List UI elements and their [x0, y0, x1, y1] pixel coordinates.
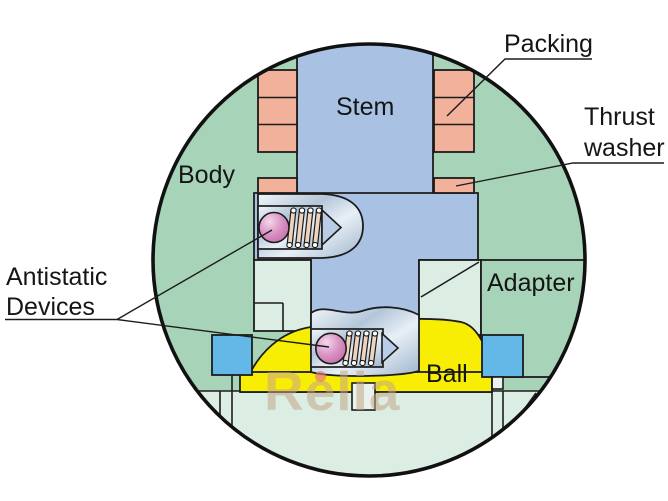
thrust-washer-label: Thrust washer	[584, 103, 665, 162]
watermark: Relia	[264, 360, 401, 422]
device-plunger-lower	[381, 331, 400, 365]
seat-right	[481, 334, 524, 378]
seat-left	[211, 334, 253, 376]
antistatic-leader-lines	[5, 229, 330, 348]
packing-leader-line	[446, 58, 592, 117]
antistatic-devices-label: Antistatic Devices	[6, 263, 108, 321]
seat-step-right	[491, 376, 504, 390]
ball-label: Ball	[426, 360, 468, 388]
body-label: Body	[178, 161, 235, 189]
packing-label: Packing	[504, 30, 593, 58]
device-spring-lower	[342, 330, 379, 367]
packing-left	[257, 69, 298, 153]
stem-label: Stem	[336, 93, 395, 121]
stem-tang-tab	[351, 382, 376, 411]
device-ball-lower	[314, 332, 347, 365]
thrust-washer-leader-line	[455, 162, 664, 187]
watermark-dot	[315, 371, 326, 382]
adapter-label: Adapter	[487, 269, 575, 297]
packing-right	[433, 69, 475, 153]
device-spring-upper	[286, 207, 323, 249]
detail-circle-outline	[151, 42, 587, 478]
thrust-washer-right	[433, 177, 475, 194]
device-ball-upper	[258, 211, 290, 244]
device-plunger-upper	[321, 208, 343, 247]
thrust-washer-left	[257, 177, 298, 194]
stem-shaft	[296, 44, 434, 195]
antistatic-device-upper	[257, 193, 364, 259]
antistatic-device-lower	[310, 306, 420, 377]
